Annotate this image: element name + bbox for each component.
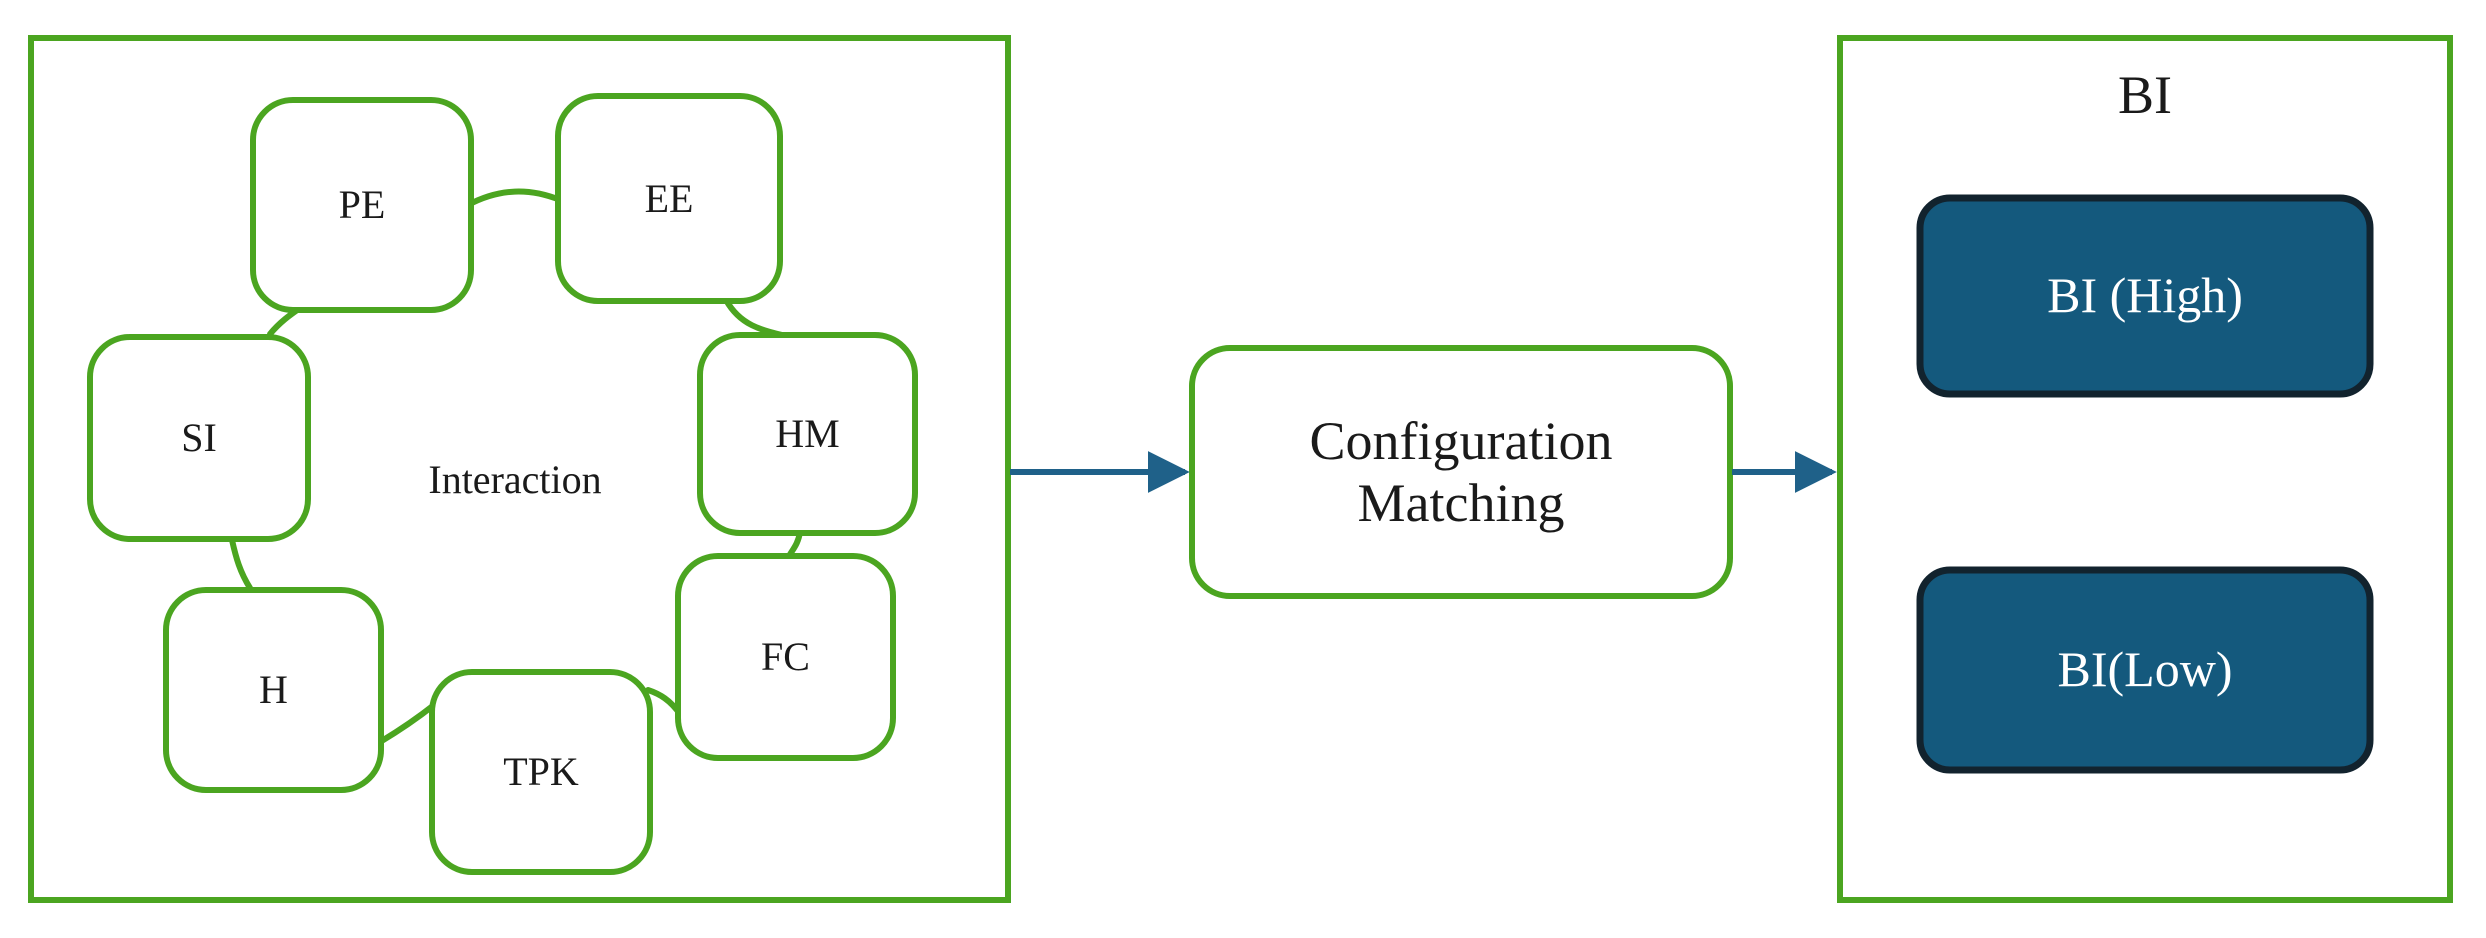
node-hm[interactable] bbox=[697, 332, 918, 536]
link-pe-ee bbox=[465, 188, 563, 208]
bi-low-box[interactable] bbox=[1916, 566, 2374, 774]
node-ee[interactable] bbox=[555, 93, 783, 304]
configuration-matching-box[interactable] bbox=[1189, 345, 1733, 599]
link-h-si bbox=[229, 537, 253, 591]
node-pe[interactable] bbox=[250, 97, 474, 313]
link-tpk-h bbox=[377, 702, 437, 745]
node-h[interactable] bbox=[163, 587, 384, 793]
bi-high-box[interactable] bbox=[1916, 194, 2374, 398]
node-si[interactable] bbox=[87, 334, 311, 542]
node-tpk[interactable] bbox=[429, 669, 653, 875]
node-fc[interactable] bbox=[675, 553, 896, 761]
